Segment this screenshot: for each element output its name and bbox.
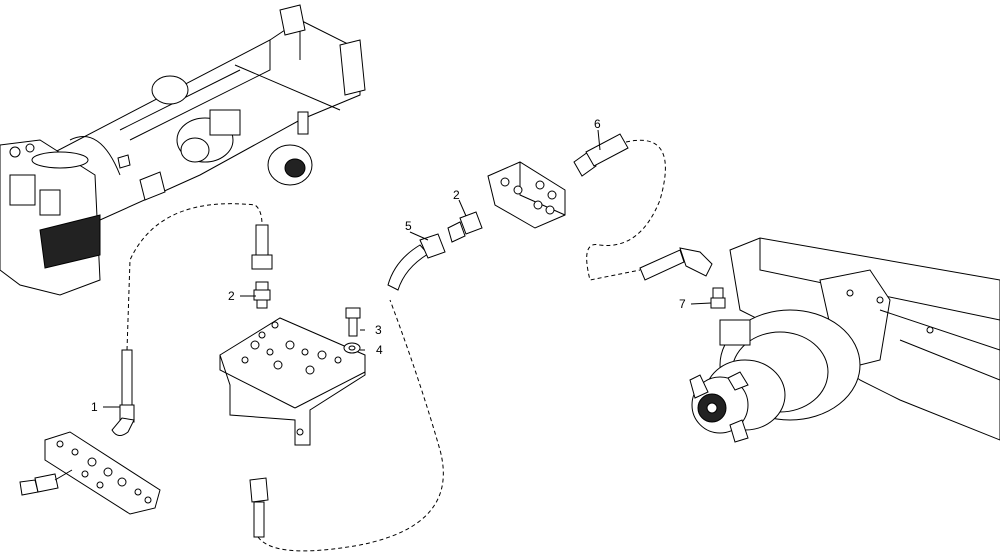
hose-line-center	[257, 299, 444, 552]
callout-3: 3	[375, 323, 382, 337]
callout-labels: 1 2 2 3 4 5 6 7	[91, 117, 686, 414]
angle-bracket	[487, 161, 566, 229]
callout-7: 7	[679, 297, 686, 311]
callout-leaders	[103, 129, 712, 408]
mounting-bracket	[219, 317, 366, 446]
hose-end-lower	[249, 477, 269, 538]
callout-6: 6	[594, 117, 601, 131]
flange-plate	[44, 431, 161, 515]
washer-4	[343, 342, 361, 354]
adapter-fitting-2-center	[253, 281, 271, 309]
axle-differential-assembly	[689, 237, 1000, 443]
callout-1: 1	[91, 400, 98, 414]
sleeve-6	[573, 133, 629, 177]
callout-2-center: 2	[228, 289, 235, 303]
adapter-fitting-2-right	[447, 211, 483, 243]
hose-end-upper	[251, 224, 273, 270]
callout-4: 4	[376, 343, 383, 357]
callout-5: 5	[405, 219, 412, 233]
hose-5	[387, 233, 446, 291]
vehicle-frame-assembly	[0, 4, 366, 296]
fitting-bottom-left	[19, 469, 73, 496]
hose-line-right	[586, 139, 666, 281]
callout-2-right: 2	[453, 188, 460, 202]
bolt-3	[345, 307, 361, 337]
hose-assembly-1	[111, 203, 263, 436]
hose-7	[639, 247, 713, 281]
fitting-7	[710, 287, 726, 309]
